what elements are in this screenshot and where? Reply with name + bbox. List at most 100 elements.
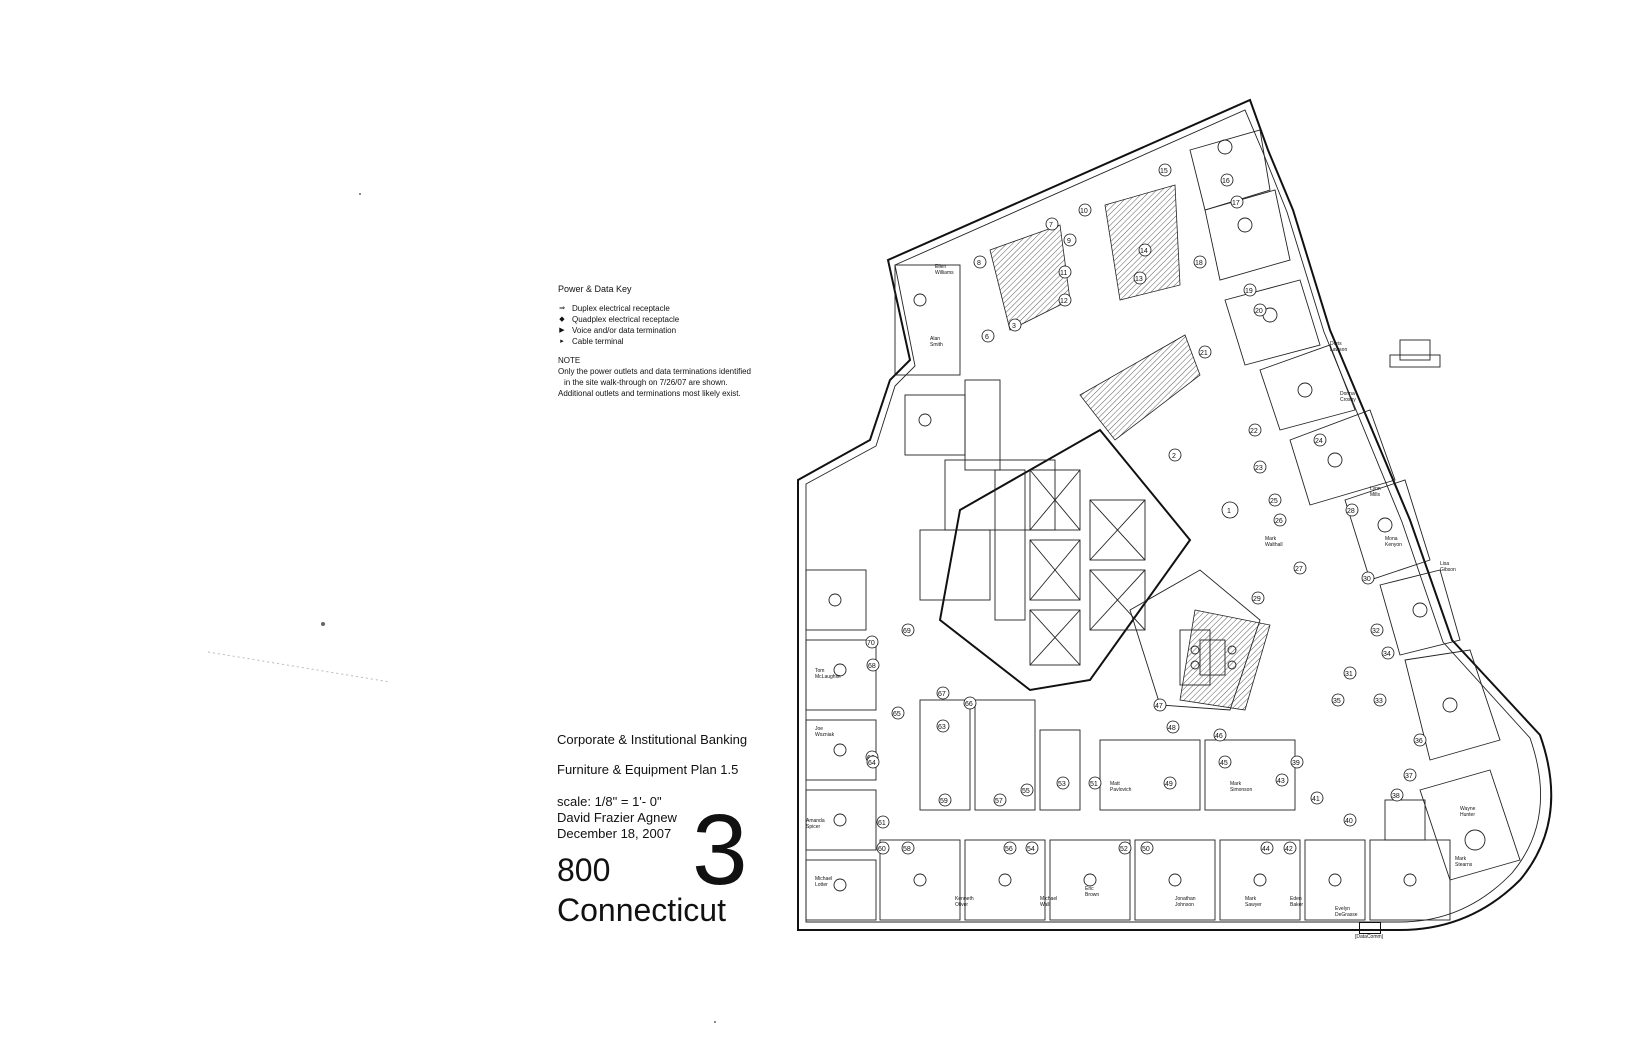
svg-text:16: 16 (1222, 178, 1230, 185)
svg-text:Gibson: Gibson (1440, 567, 1456, 573)
svg-text:9: 9 (1067, 238, 1071, 245)
svg-text:Oliver: Oliver (955, 902, 968, 908)
svg-text:Michael: Michael (815, 876, 832, 882)
svg-text:32: 32 (1372, 628, 1380, 635)
svg-text:30: 30 (1363, 576, 1371, 583)
svg-text:55: 55 (1022, 788, 1030, 795)
svg-text:48: 48 (1168, 725, 1176, 732)
svg-text:Alan: Alan (930, 336, 940, 342)
note-line: in the site walk-through on 7/26/07 are … (564, 378, 728, 387)
svg-text:8: 8 (977, 260, 981, 267)
svg-text:Williams: Williams (935, 270, 954, 276)
svg-text:Michael: Michael (1040, 896, 1057, 902)
floor-number: 3 (692, 794, 748, 906)
svg-text:McLaughlin: McLaughlin (815, 674, 841, 680)
svg-text:41: 41 (1312, 796, 1320, 803)
room-number-bubbles: 1 2 3 6 7 8 9 10 11 12 13 14 15 16 17 18… (865, 163, 1427, 855)
svg-text:Mills: Mills (1370, 492, 1380, 498)
note-line: Additional outlets and terminations most… (558, 389, 741, 398)
svg-text:43: 43 (1277, 778, 1285, 785)
svg-text:Jonathan: Jonathan (1175, 896, 1196, 902)
svg-text:Mona: Mona (1385, 536, 1398, 542)
svg-text:Lawson: Lawson (1330, 347, 1347, 353)
svg-text:60: 60 (878, 846, 886, 853)
svg-text:Lisa: Lisa (1440, 561, 1449, 567)
svg-text:Mark: Mark (1245, 896, 1257, 902)
key-item: ◆ Quadplex electrical receptacle (558, 314, 758, 325)
svg-text:19: 19 (1245, 288, 1253, 295)
svg-text:6: 6 (985, 334, 989, 341)
svg-text:44: 44 (1262, 846, 1270, 853)
svg-text:26: 26 (1275, 518, 1283, 525)
svg-text:Lotter: Lotter (815, 882, 828, 888)
key-item-label: Quadplex electrical receptacle (572, 315, 680, 324)
svg-text:63: 63 (938, 724, 946, 731)
svg-text:7: 7 (1049, 222, 1053, 229)
svg-text:70: 70 (867, 640, 875, 647)
svg-text:53: 53 (1058, 781, 1066, 788)
note-title: NOTE (558, 356, 581, 365)
svg-text:65: 65 (893, 711, 901, 718)
svg-text:29: 29 (1253, 596, 1261, 603)
plan-date: December 18, 2007 (557, 826, 672, 841)
svg-text:Spicer: Spicer (806, 824, 821, 830)
svg-text:Smith: Smith (930, 342, 943, 348)
svg-text:Sawyer: Sawyer (1245, 902, 1262, 908)
svg-text:46: 46 (1215, 733, 1223, 740)
svg-text:10: 10 (1080, 208, 1088, 215)
svg-text:11: 11 (1060, 270, 1067, 277)
svg-text:Tom: Tom (815, 668, 824, 674)
key-item-label: Cable terminal (572, 337, 624, 346)
svg-text:14: 14 (1140, 248, 1148, 255)
svg-text:Donna: Donna (1340, 391, 1355, 397)
svg-text:28: 28 (1347, 508, 1355, 515)
svg-text:68: 68 (868, 663, 876, 670)
svg-text:Kenneth: Kenneth (955, 896, 974, 902)
svg-text:22: 22 (1250, 428, 1258, 435)
svg-text:Crosby: Crosby (1340, 397, 1356, 403)
svg-text:34: 34 (1383, 651, 1391, 658)
svg-text:Kenyon: Kenyon (1385, 542, 1402, 548)
datacomm-label: [DataComm] (1355, 934, 1384, 940)
svg-text:47: 47 (1155, 703, 1163, 710)
key-item: ▸ Cable terminal (558, 336, 758, 347)
key-item: ⇒Duplex electrical receptacle (558, 303, 758, 314)
svg-text:21: 21 (1200, 350, 1208, 357)
svg-text:Eden: Eden (1290, 896, 1302, 902)
key-item: ▶Voice and/or data termination (558, 325, 758, 336)
svg-text:Wall: Wall (1040, 902, 1050, 908)
svg-text:69: 69 (903, 628, 911, 635)
svg-text:Hunter: Hunter (1460, 812, 1475, 818)
svg-text:Doris: Doris (1330, 341, 1342, 347)
svg-text:31: 31 (1345, 671, 1353, 678)
svg-text:1: 1 (1227, 508, 1231, 515)
plan-name: Furniture & Equipment Plan 1.5 (557, 762, 739, 777)
svg-text:Eric: Eric (1085, 886, 1094, 892)
svg-text:Matt: Matt (1110, 781, 1120, 787)
svg-text:40: 40 (1345, 818, 1353, 825)
svg-text:Mark: Mark (1265, 536, 1277, 542)
svg-text:Mark: Mark (1455, 856, 1467, 862)
svg-text:27: 27 (1295, 566, 1303, 573)
svg-text:36: 36 (1415, 738, 1423, 745)
svg-text:59: 59 (940, 798, 948, 805)
svg-text:42: 42 (1285, 846, 1293, 853)
svg-text:15: 15 (1160, 168, 1168, 175)
svg-text:Wayne: Wayne (1460, 806, 1476, 812)
svg-text:DeGrasse: DeGrasse (1335, 912, 1358, 918)
svg-text:54: 54 (1027, 846, 1035, 853)
quadplex-receptacle-icon: ◆ (559, 316, 565, 323)
core (938, 428, 1192, 692)
svg-text:Johnson: Johnson (1175, 902, 1194, 908)
svg-text:Wozniak: Wozniak (815, 732, 835, 738)
building-number: 800 (557, 852, 611, 888)
svg-text:64: 64 (868, 760, 876, 767)
cable-terminal-icon: ▸ (560, 338, 564, 345)
datacomm-box (1359, 922, 1381, 934)
svg-text:Ellen: Ellen (935, 264, 946, 270)
svg-text:Joe: Joe (815, 726, 823, 732)
building-outline (797, 98, 1553, 931)
voice-data-termination-icon: ▶ (559, 327, 565, 334)
svg-text:39: 39 (1292, 760, 1300, 767)
svg-text:2: 2 (1172, 453, 1176, 460)
